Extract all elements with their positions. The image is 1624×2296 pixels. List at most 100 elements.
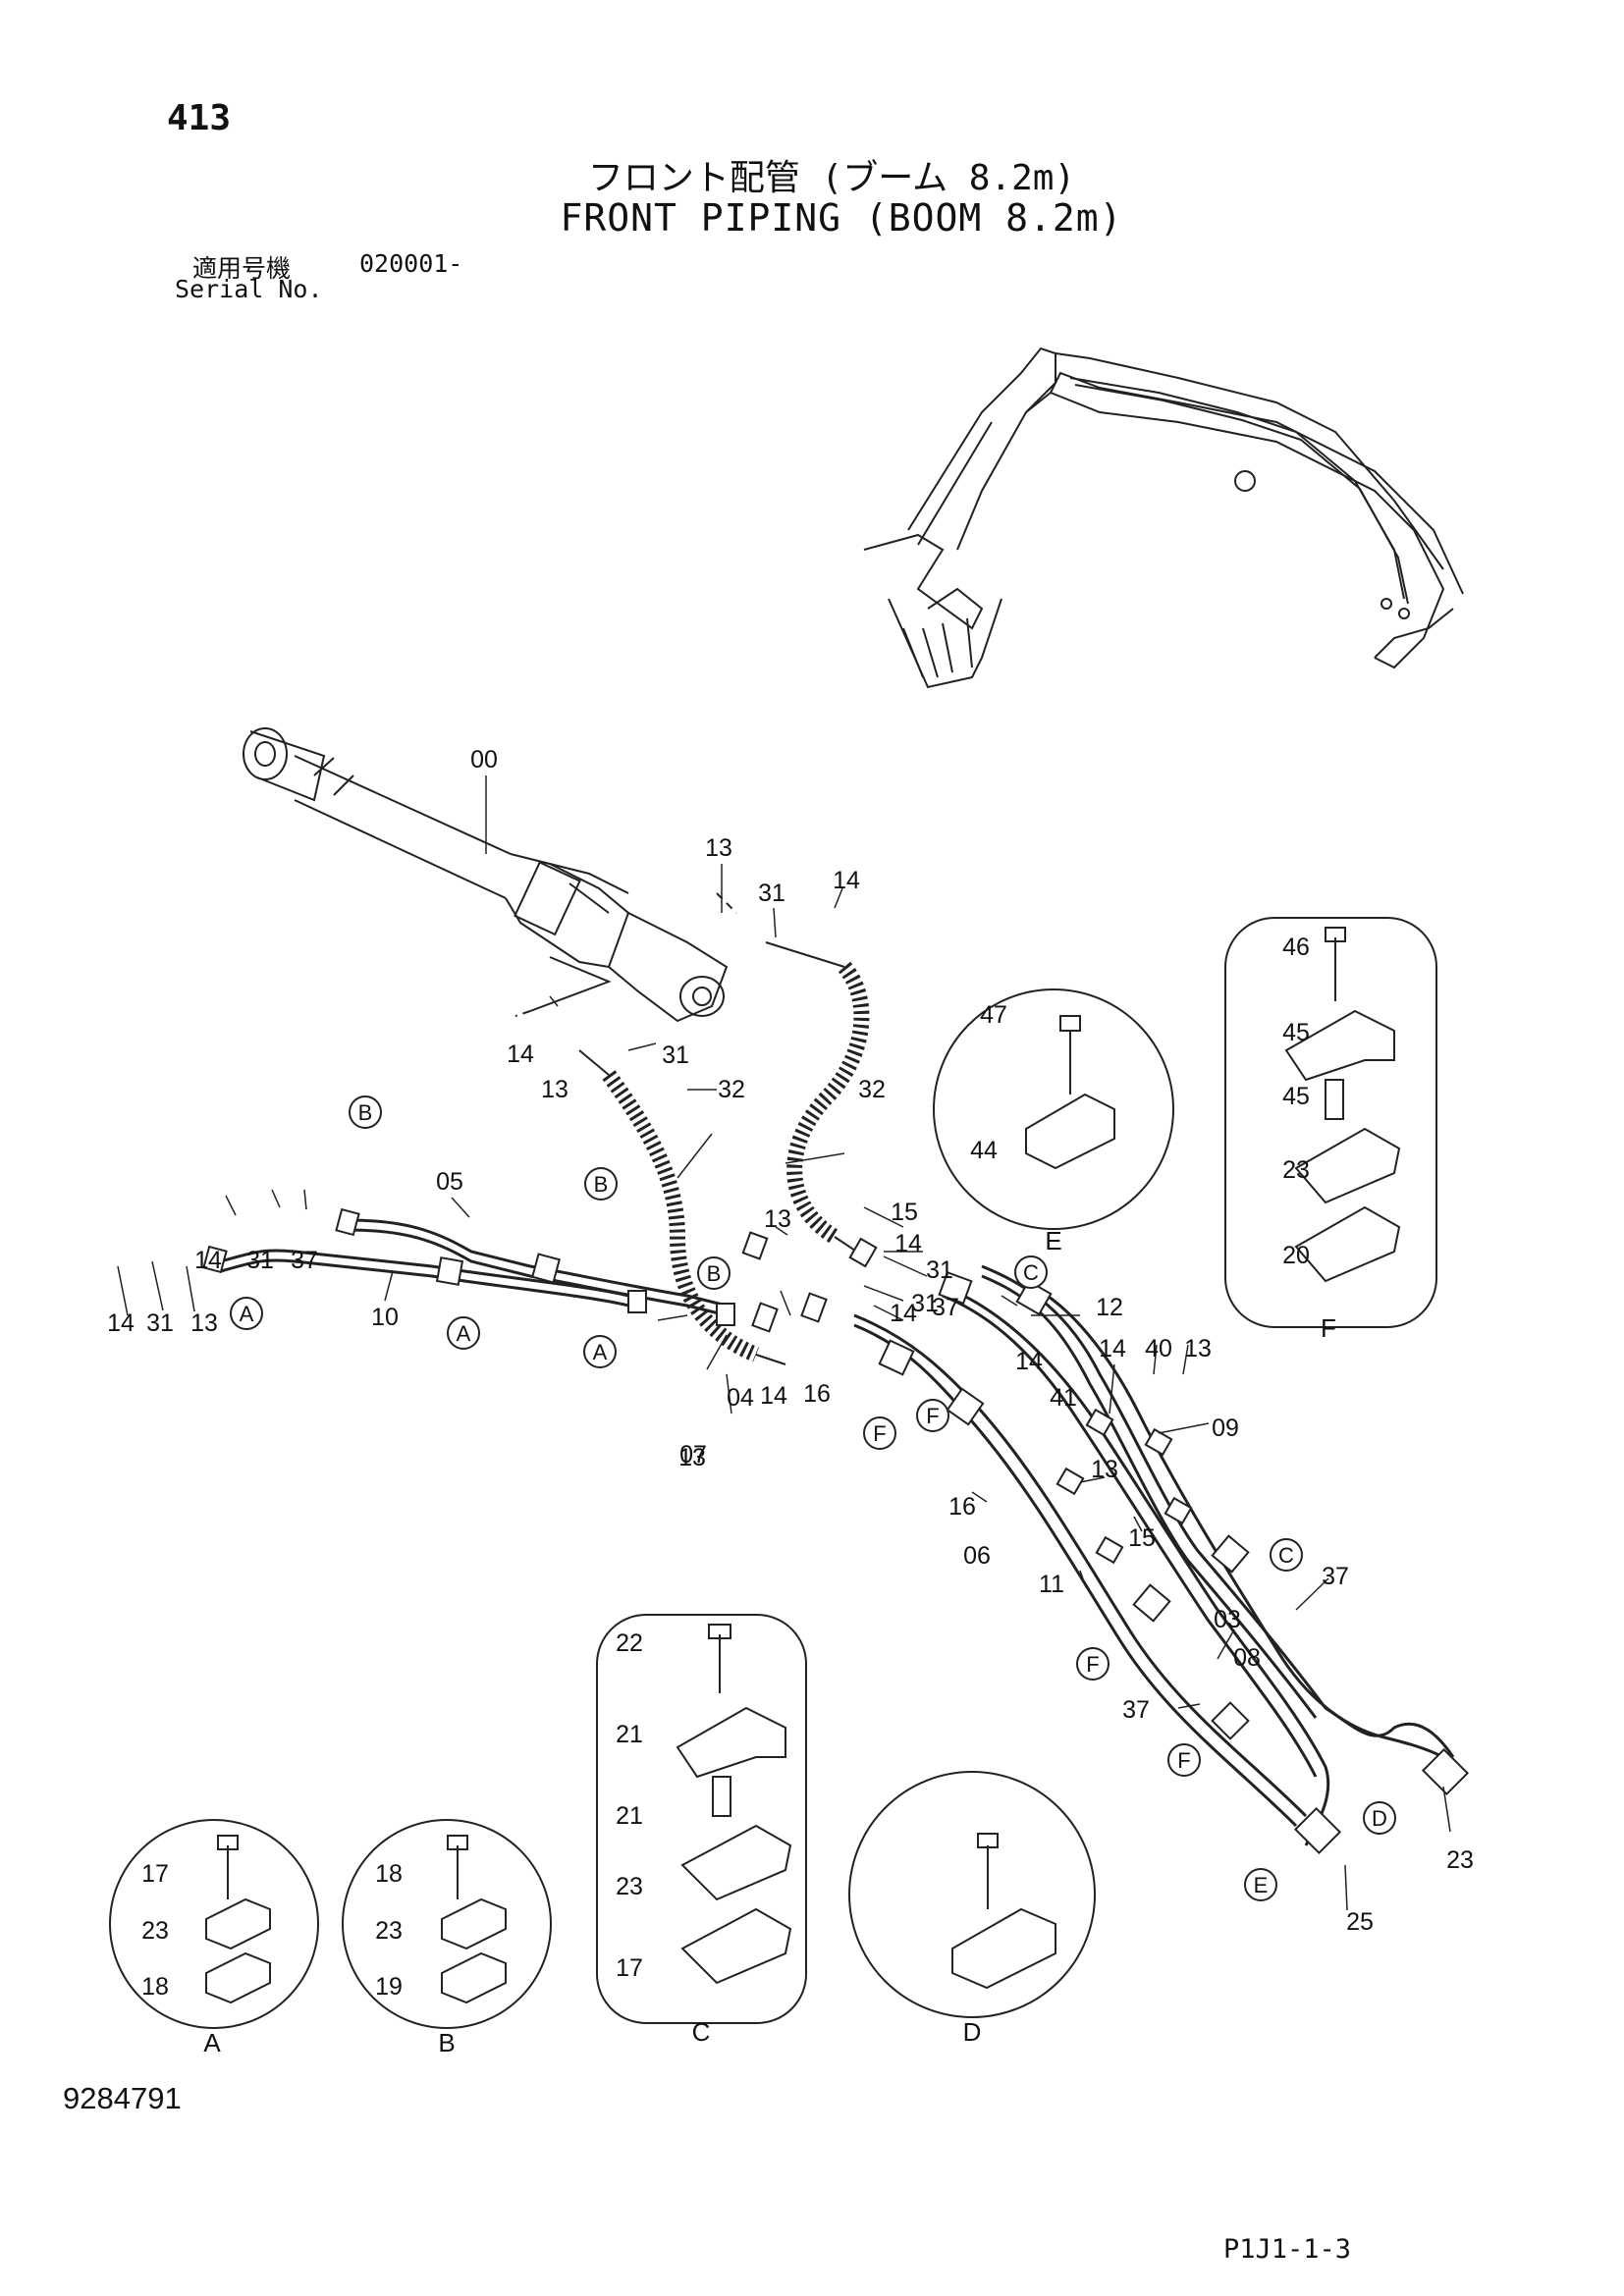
svg-text:F: F <box>1177 1748 1190 1773</box>
callout-number: 41 <box>1050 1384 1077 1412</box>
callout-number: 32 <box>718 1076 745 1103</box>
callout-number: 17 <box>616 1954 643 1982</box>
callout-number: 13 <box>705 834 732 862</box>
reference-marker-f: F <box>863 1416 896 1450</box>
svg-text:B: B <box>358 1100 373 1125</box>
reference-marker-c: C <box>1270 1538 1303 1572</box>
callout-number: 00 <box>470 746 498 774</box>
callout-number: 31 <box>246 1247 274 1274</box>
callout-number: 31 <box>662 1041 689 1069</box>
reference-marker-b: B <box>349 1095 382 1129</box>
svg-text:C: C <box>1023 1260 1039 1285</box>
detail-views <box>109 917 1437 2029</box>
boom-cylinder-illustration <box>243 727 737 1023</box>
callout-number: 16 <box>803 1380 831 1408</box>
callout-number: 31 <box>911 1290 939 1317</box>
callout-number: 23 <box>375 1917 403 1945</box>
callout-number: 31 <box>926 1256 953 1284</box>
callout-number: 14 <box>194 1247 222 1274</box>
svg-text:C: C <box>1278 1543 1294 1568</box>
detail-view-label-e: E <box>1045 1226 1061 1255</box>
page-number: 413 <box>167 98 232 138</box>
callout-number: 13 <box>190 1309 218 1337</box>
callout-number: 14 <box>894 1230 922 1257</box>
reference-marker-f: F <box>916 1399 949 1432</box>
callout-number: 05 <box>436 1168 463 1196</box>
callout-number: 47 <box>980 1001 1007 1029</box>
callout-number: 23 <box>616 1873 643 1900</box>
detail-d-circle <box>848 1771 1096 2018</box>
callout-number: 15 <box>1128 1524 1156 1552</box>
callout-number: 06 <box>963 1542 991 1570</box>
detail-view-label-d: D <box>963 2017 982 2047</box>
callout-number: 09 <box>1212 1415 1239 1442</box>
reference-marker-c: C <box>1014 1255 1048 1289</box>
svg-text:A: A <box>457 1321 471 1346</box>
callout-number: 03 <box>1214 1606 1241 1633</box>
callout-number: 13 <box>764 1205 791 1233</box>
svg-text:D: D <box>1372 1806 1387 1831</box>
callout-number: 14 <box>1099 1335 1126 1362</box>
title-english: FRONT PIPING (BOOM 8.2m) <box>560 196 1123 240</box>
callout-number: 31 <box>146 1309 174 1337</box>
callout-number: 45 <box>1282 1083 1310 1110</box>
callout-number: 21 <box>616 1802 643 1830</box>
callout-number: 31 <box>758 880 785 907</box>
callout-number: 14 <box>507 1041 534 1068</box>
callout-number: 10 <box>371 1304 399 1331</box>
callout-number: 14 <box>107 1309 135 1337</box>
callout-number: 14 <box>890 1300 917 1327</box>
callout-number: 18 <box>375 1860 403 1888</box>
callout-number: 14 <box>760 1382 787 1410</box>
callout-number: 37 <box>1322 1563 1349 1590</box>
title-japanese: フロント配管 (ブーム 8.2m) <box>587 158 1076 198</box>
callout-number: 44 <box>970 1137 998 1164</box>
callout-number: 07 <box>679 1441 707 1468</box>
callout-number: 45 <box>1282 1019 1310 1046</box>
reference-marker-f: F <box>1076 1647 1110 1681</box>
callout-number: 19 <box>375 1973 403 2001</box>
callout-number: 17 <box>141 1860 169 1888</box>
svg-text:A: A <box>593 1340 608 1364</box>
callout-number: 25 <box>1346 1908 1374 1936</box>
detail-c-frame <box>596 1614 807 2024</box>
reference-marker-b: B <box>697 1256 731 1290</box>
callout-number: 11 <box>1039 1571 1064 1598</box>
document-number: 9284791 <box>63 2081 182 2115</box>
svg-text:E: E <box>1254 1873 1269 1897</box>
callout-number: 23 <box>1446 1846 1474 1874</box>
reference-marker-b: B <box>584 1167 618 1201</box>
callout-number: 14 <box>1015 1348 1043 1375</box>
serial-label-english: Serial No. <box>175 275 323 303</box>
detail-view-label-c: C <box>692 2017 711 2047</box>
callout-number: 18 <box>141 1973 169 2001</box>
callout-number: 37 <box>932 1294 959 1321</box>
svg-text:A: A <box>240 1302 254 1326</box>
callout-number: 37 <box>1122 1696 1150 1724</box>
svg-text:F: F <box>873 1421 886 1446</box>
reference-marker-a: A <box>447 1316 480 1350</box>
callout-number: 15 <box>891 1199 918 1226</box>
svg-text:F: F <box>1086 1652 1099 1677</box>
detail-view-label-f: F <box>1321 1313 1336 1343</box>
callout-number: 22 <box>616 1629 643 1657</box>
reference-marker-d: D <box>1363 1801 1396 1835</box>
detail-view-label-a: A <box>203 2028 221 2057</box>
callout-number: 13 <box>1091 1456 1118 1483</box>
callout-number: 40 <box>1145 1335 1172 1362</box>
svg-text:B: B <box>707 1261 722 1286</box>
callout-number: 13 <box>541 1076 568 1103</box>
svg-text:B: B <box>594 1172 609 1197</box>
callout-number: 14 <box>833 867 860 894</box>
pipe-clamps <box>202 1207 1470 1855</box>
detail-view-label-b: B <box>438 2028 455 2057</box>
callout-number: 21 <box>616 1721 643 1748</box>
callout-number: 20 <box>1282 1242 1310 1269</box>
excavator-overview-illustration <box>863 347 1464 689</box>
detail-f-frame <box>1224 917 1437 1328</box>
detail-b-circle <box>342 1819 552 2029</box>
callout-number: 23 <box>141 1917 169 1945</box>
callout-number: 08 <box>1233 1644 1261 1672</box>
